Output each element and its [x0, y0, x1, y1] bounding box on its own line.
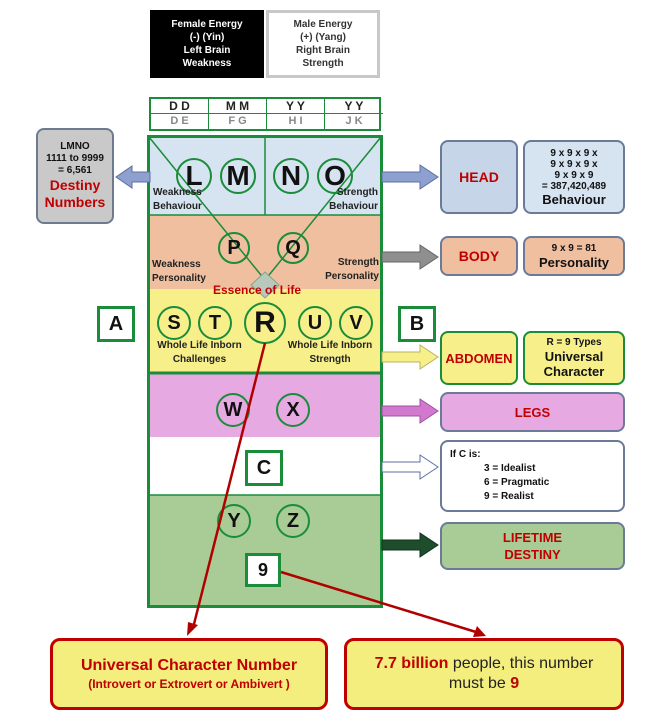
head-right-label: Strength Behaviour [329, 187, 378, 212]
destiny-title: Numbers [44, 194, 106, 210]
grid-cell: F G [209, 114, 267, 129]
ucn-subtitle: (Introvert or Extrovert or Ambivert ) [88, 677, 290, 691]
lifetime-band [149, 495, 381, 606]
female-line-3: Left Brain [183, 45, 231, 56]
head-box: HEAD [440, 140, 518, 214]
lmno-line: 1111 to 9999 [46, 153, 104, 164]
body-right-label: Strength Personality [325, 257, 379, 282]
male-line-4: Strength [302, 58, 344, 69]
female-line-1: Female Energy [171, 19, 243, 30]
body-box: BODY [440, 236, 518, 276]
personality-title: Personality [538, 254, 610, 270]
male-line-3: Right Brain [296, 45, 350, 56]
grid-cell: H I [267, 114, 325, 129]
circle-S: S [157, 306, 191, 340]
square-C: C [245, 450, 283, 486]
destiny-numbers-box: LMNO 1111 to 9999 = 6,561 Destiny Number… [36, 128, 114, 224]
abdomen-right-label: Whole Life Inborn Strength [287, 340, 373, 365]
grid-cell: J K [345, 115, 363, 127]
lmno-line: LMNO [60, 141, 90, 152]
circle-Z: Z [276, 504, 310, 538]
universal-character-number-box: Universal Character Number (Introvert or… [50, 638, 328, 710]
population-nine: 9 [510, 675, 520, 692]
abdomen-box: ABDOMEN [440, 331, 518, 385]
legs-band [149, 373, 381, 437]
lifetime-destiny-box: LIFETIME DESTINY [440, 522, 625, 570]
population-box: 7.7 billion people, this number must be … [344, 638, 624, 710]
lmno-line: = 6,561 [58, 165, 92, 176]
female-line-2: (-) (Yin) [189, 32, 225, 43]
head-left-label: Weakness Behaviour [153, 187, 202, 212]
circle-Y: Y [217, 504, 251, 538]
circle-N: N [273, 158, 309, 194]
population-bold: 7.7 billion [374, 655, 449, 672]
universal-character-box: R = 9 Types Universal Character [523, 331, 625, 385]
circle-U: U [298, 306, 332, 340]
grid-cell: Y Y [325, 99, 383, 114]
abdomen-left-label: Whole Life Inborn Challenges [157, 340, 242, 365]
female-energy-box: Female Energy (-) (Yin) Left Brain Weakn… [150, 10, 264, 78]
circle-P: P [218, 232, 250, 264]
legs-box: LEGS [440, 392, 625, 432]
grid-cell: Y Y [267, 99, 325, 114]
square-nine: 9 [245, 553, 281, 587]
c-meaning-box: If C is: 3 = Idealist 6 = Pragmatic 9 = … [440, 440, 625, 512]
behaviour-title: Behaviour [542, 191, 606, 207]
circle-L: L [176, 158, 212, 194]
grid-cell: D E [151, 114, 209, 129]
circle-T: T [198, 306, 232, 340]
destiny-title: Destiny [49, 177, 101, 193]
date-grid: D D M M Y Y Y Y D E F G H I J K [149, 97, 383, 131]
female-line-4: Weakness [182, 58, 232, 69]
population-text: people, this number [448, 655, 594, 672]
circle-Q: Q [277, 232, 309, 264]
personality-calc-box: 9 x 9 = 81 Personality [523, 236, 625, 276]
circle-X: X [276, 393, 310, 427]
side-label-b: B [398, 306, 436, 342]
body-left-label: Weakness Personality [152, 259, 206, 284]
circle-O: O [317, 158, 353, 194]
behaviour-calc-box: 9 x 9 x 9 x 9 x 9 x 9 x 9 x 9 x 9 = 387,… [523, 140, 625, 214]
circle-V: V [339, 306, 373, 340]
grid-cell: D D [151, 99, 209, 114]
ucn-title: Universal Character Number [80, 657, 298, 674]
male-energy-box: Male Energy (+) (Yang) Right Brain Stren… [266, 10, 380, 78]
male-line-2: (+) (Yang) [300, 32, 346, 43]
male-line-1: Male Energy [293, 19, 353, 30]
population-line2: must be [448, 675, 511, 692]
essence-label: Essence of Life [213, 283, 302, 297]
grid-cell: M M [209, 99, 267, 114]
circle-M: M [220, 158, 256, 194]
side-label-a: A [97, 306, 135, 342]
